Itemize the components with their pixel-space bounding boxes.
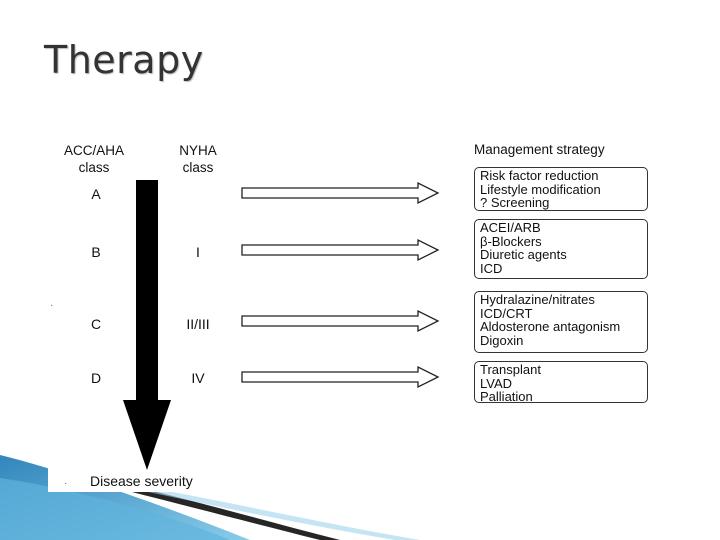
nyha-header-line1: NYHA xyxy=(179,143,217,158)
strategy-item: Digoxin xyxy=(480,332,524,348)
disease-severity-arrow xyxy=(123,180,171,470)
disease-severity-label: Disease severity xyxy=(90,473,193,489)
acc-aha-header-line1: ACC/AHA xyxy=(63,143,124,158)
row-arrow-d xyxy=(241,365,440,389)
strategy-item: Risk factor reduction xyxy=(480,168,599,183)
nyha-class-i: I xyxy=(196,244,200,260)
acc-class-b: B xyxy=(91,244,101,260)
strategy-box-c: Hydralazine/nitrates ICD/CRT Aldosterone… xyxy=(474,291,648,353)
strategy-box-d: Transplant LVAD Palliation xyxy=(474,361,648,403)
management-strategy-header: Management strategy xyxy=(474,142,605,157)
strategy-box-b: ACEI/ARB β-Blockers Diuretic agents ICD xyxy=(474,219,648,279)
acc-class-c: C xyxy=(90,316,102,332)
strategy-item: β-Blockers xyxy=(480,233,542,249)
nyha-header-line2: class xyxy=(182,160,214,175)
strategy-item: ICD/CRT xyxy=(480,305,533,321)
row-arrow-a xyxy=(241,181,440,205)
strategy-item: ? Screening xyxy=(480,195,550,210)
strategy-item: Aldosterone antagonism xyxy=(480,319,621,334)
strategy-item: Hydralazine/nitrates xyxy=(480,292,595,307)
slide-title: Therapy xyxy=(44,38,204,82)
acc-class-d: D xyxy=(90,370,102,386)
row-arrow-b xyxy=(241,238,440,262)
row-arrow-c xyxy=(241,309,440,333)
strategy-item: LVAD xyxy=(480,375,513,391)
acc-aha-header-line2: class xyxy=(78,160,110,175)
arrows-layer xyxy=(123,180,440,470)
therapy-diagram: ACC/AHA class NYHA class Management stra… xyxy=(48,128,660,492)
nyha-header: NYHA class xyxy=(160,142,236,176)
nyha-class-ii-iii: II/III xyxy=(186,316,210,332)
strategy-item: ACEI/ARB xyxy=(480,220,541,235)
acc-class-a: A xyxy=(91,186,101,202)
scan-speck: · xyxy=(64,478,68,489)
nyha-class-iv: IV xyxy=(191,370,205,386)
strategy-item: Transplant xyxy=(480,362,541,377)
strategy-item: Palliation xyxy=(480,389,533,404)
acc-aha-header: ACC/AHA class xyxy=(52,142,136,176)
strategy-item: ICD xyxy=(480,260,503,276)
scan-speck: · xyxy=(50,300,54,311)
strategy-item: Diuretic agents xyxy=(480,247,567,262)
strategy-box-a: Risk factor reduction Lifestyle modifica… xyxy=(474,167,648,211)
strategy-item: Lifestyle modification xyxy=(480,181,601,197)
